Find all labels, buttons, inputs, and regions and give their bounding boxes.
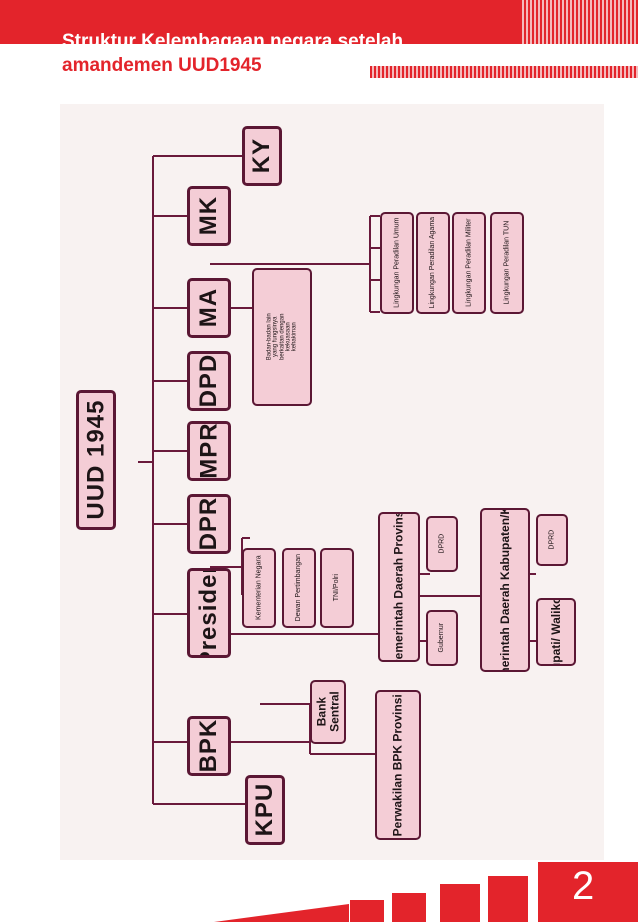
footer-block-4 (440, 884, 480, 922)
footer-block-3 (392, 893, 426, 922)
node-peradilan-tun: Lingkungan Peradilan TUN (490, 212, 524, 314)
node-kpu: KPU (245, 775, 285, 845)
node-perwakilan-bpk: Perwakilan BPK Provinsi (375, 690, 421, 840)
node-dpr-label: DPR (195, 497, 223, 551)
node-bupati-walikota: Bupati/ Walikota (536, 598, 576, 666)
footer-block-6 (538, 862, 638, 922)
node-pemda-kabkota: Pemerintah Daerah Kabupaten/Kota (480, 508, 530, 672)
header-red-bar (0, 0, 520, 44)
node-gubernur-label: Gubernur (438, 623, 446, 653)
node-bpk-label: BPK (195, 719, 223, 773)
node-dpd: DPD (187, 351, 231, 411)
node-dpd-label: DPD (195, 354, 223, 408)
footer-block-5 (488, 876, 528, 922)
slide-title-line1: Struktur Kelembagaan negara setelah (62, 31, 404, 52)
node-ky-label: KY (248, 138, 276, 174)
node-ma-label: MA (195, 288, 223, 328)
node-presiden-label: Presiden (195, 568, 223, 658)
node-mk-label: MK (195, 196, 223, 236)
node-gubernur: Gubernur (426, 610, 458, 666)
header-stripe-right (520, 0, 638, 44)
node-uud-1945: UUD 1945 (76, 390, 116, 530)
node-bupati-walikota-label: Bupati/ Walikota (548, 598, 563, 666)
node-peradilan-militer-label: Lingkungan Peradilan Militer (465, 218, 473, 308)
node-peradilan-umum: Lingkungan Peradilan Umum (380, 212, 414, 314)
node-peradilan-tun-label: Lingkungan Peradilan TUN (503, 221, 511, 305)
node-mpr: MPR (187, 421, 231, 481)
node-kementerian-label: Kementerian Negara (255, 555, 263, 621)
node-peradilan-militer: Lingkungan Peradilan Militer (452, 212, 486, 314)
node-ky: KY (242, 126, 282, 186)
node-dprd-kabkota: DPRD (536, 514, 568, 566)
node-uud-1945-label: UUD 1945 (82, 399, 110, 521)
node-badan-lain: Badan-badan lain yang fungsinya berkaita… (252, 268, 312, 406)
node-dprd-kabkota-label: DPRD (548, 530, 556, 550)
node-tni-polri-label: TNI/Polri (333, 574, 341, 602)
slide-title-line2: amandemen UUD1945 (62, 55, 262, 76)
node-bank-sentral: Bank Sentral (310, 680, 346, 744)
footer-block-1 (214, 904, 349, 922)
node-dpr: DPR (187, 494, 231, 554)
node-badan-lain-label: Badan-badan lain yang fungsinya berkaita… (266, 313, 298, 361)
node-pemda-provinsi-label: Pemerintah Daerah Provinsi (391, 512, 406, 662)
node-peradilan-agama-label: Lingkungan Peradilan Agama (429, 217, 437, 309)
node-peradilan-agama: Lingkungan Peradilan Agama (416, 212, 450, 314)
header-stripe-under (370, 66, 638, 78)
node-peradilan-umum-label: Lingkungan Peradilan Umum (393, 217, 401, 309)
node-tni-polri: TNI/Polri (320, 548, 354, 628)
node-kementerian: Kementerian Negara (242, 548, 276, 628)
page-number: 2 (572, 864, 595, 908)
node-kpu-label: KPU (251, 783, 279, 837)
node-dprd-provinsi-label: DPRD (438, 534, 446, 554)
node-bank-sentral-label: Bank Sentral (314, 691, 342, 733)
node-dprd-provinsi: DPRD (426, 516, 458, 572)
footer-block-2 (350, 900, 384, 922)
node-dewan-pertimbangan-label: Dewan Pertimbangan (295, 554, 303, 622)
node-presiden: Presiden (187, 568, 231, 658)
node-mk: MK (187, 186, 231, 246)
node-pemda-provinsi: Pemerintah Daerah Provinsi (378, 512, 420, 662)
node-dewan-pertimbangan: Dewan Pertimbangan (282, 548, 316, 628)
slide-title: Struktur Kelembagaan negara setelah aman… (62, 30, 532, 78)
node-bpk: BPK (187, 716, 231, 776)
node-perwakilan-bpk-label: Perwakilan BPK Provinsi (390, 693, 405, 837)
node-ma: MA (187, 278, 231, 338)
node-pemda-kabkota-label: Pemerintah Daerah Kabupaten/Kota (497, 508, 512, 672)
node-mpr-label: MPR (195, 422, 223, 480)
